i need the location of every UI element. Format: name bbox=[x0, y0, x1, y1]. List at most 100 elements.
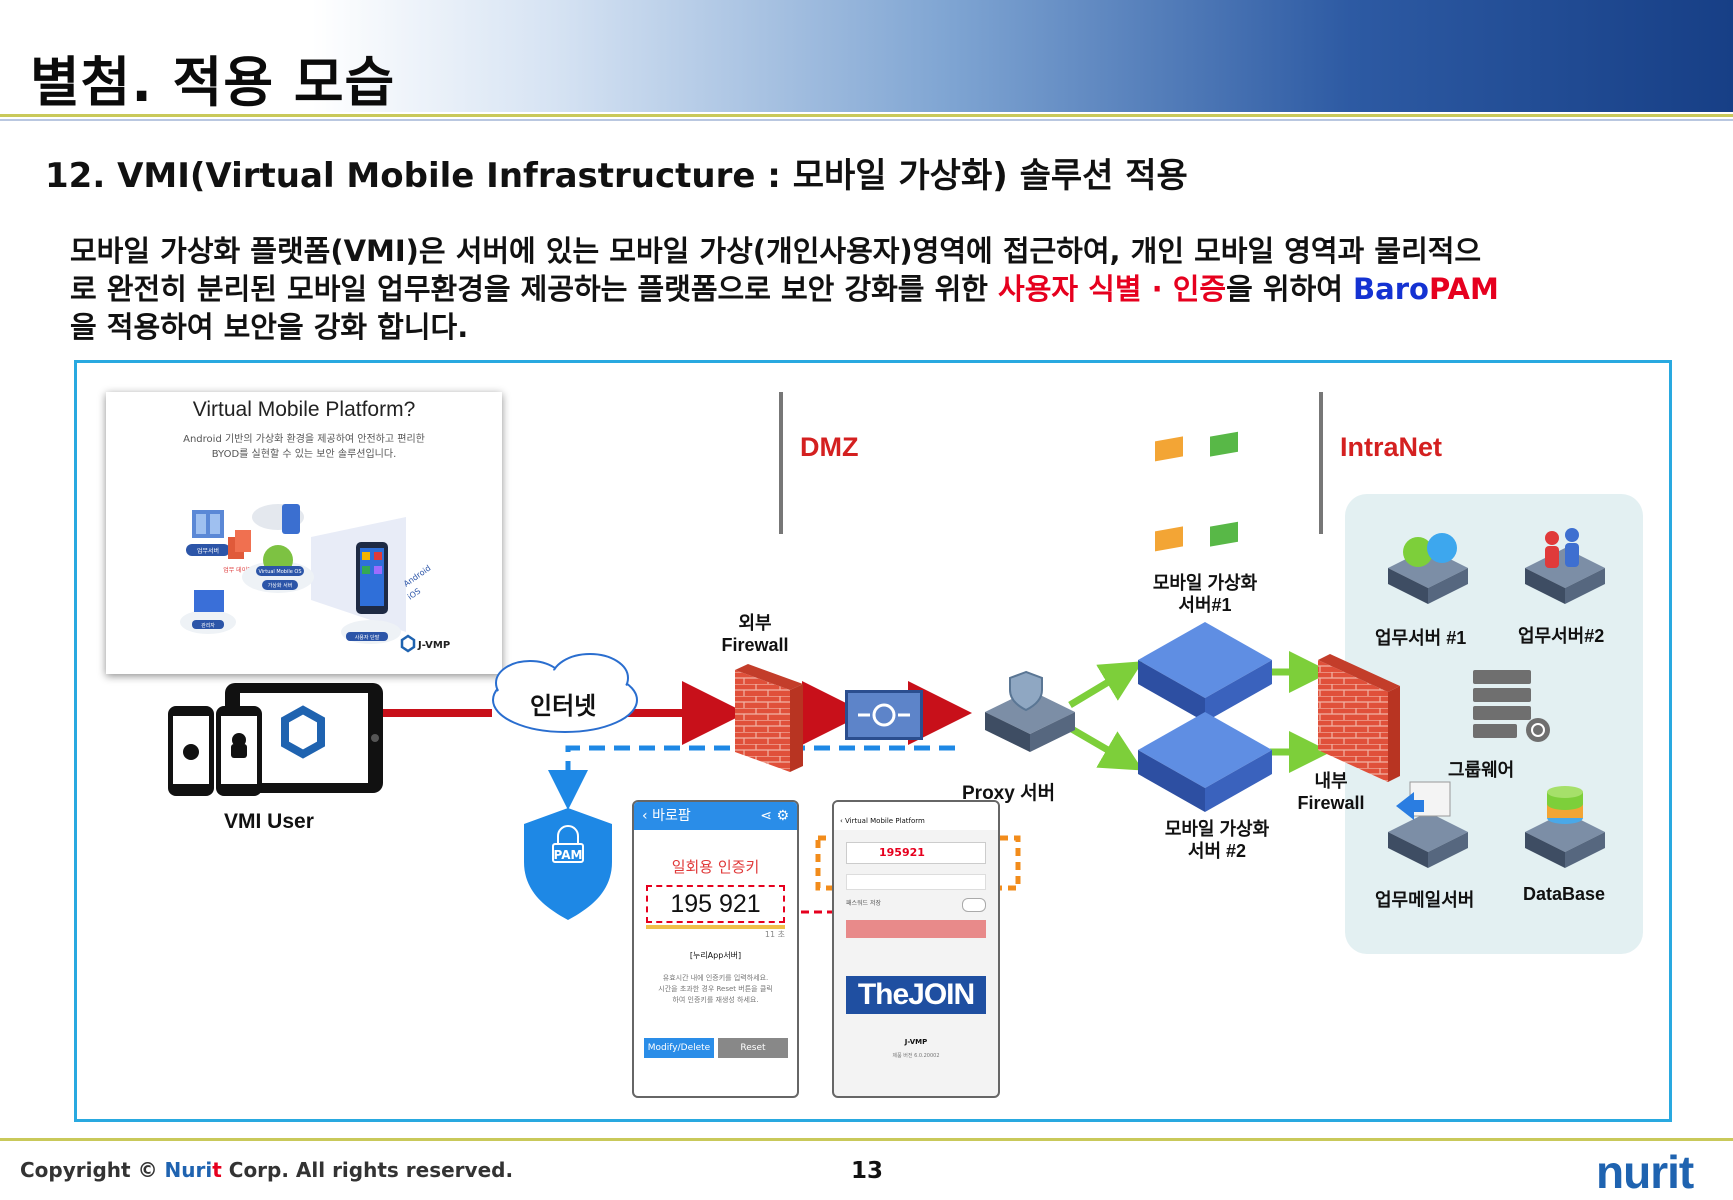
label-line: 외부 bbox=[738, 613, 772, 633]
vmp-label-vm-os: Virtual Mobile OS bbox=[258, 569, 301, 575]
groupware-icon bbox=[1473, 670, 1550, 742]
monitor-icon bbox=[194, 590, 224, 612]
vmp-label-work-data: 업무 데이터 bbox=[223, 566, 253, 574]
label-pill bbox=[186, 544, 230, 556]
router-icon bbox=[845, 690, 923, 740]
header-divider-2 bbox=[0, 119, 1733, 121]
contact-app-icon bbox=[1210, 431, 1238, 457]
vmi-user-devices bbox=[168, 683, 383, 796]
label-line: 서버#1 bbox=[1178, 595, 1232, 615]
database-label: DataBase bbox=[1523, 884, 1606, 904]
server-icon bbox=[192, 510, 224, 538]
chat-icon bbox=[1403, 537, 1433, 567]
highlight-user-auth: 사용자 식별 · 인증 bbox=[998, 272, 1227, 306]
jvmp-footer-logo: J-VMP bbox=[904, 1038, 928, 1046]
internet-label: 인터넷 bbox=[530, 693, 597, 720]
header-divider bbox=[0, 114, 1733, 117]
vmp-label-user-device: 사용자 단말 bbox=[355, 634, 380, 641]
vmp-label-vm-server: 가상화 서버 bbox=[268, 582, 293, 589]
section-title: 12. VMI(Virtual Mobile Infrastructure : … bbox=[45, 156, 1188, 196]
blue-auth-flow bbox=[548, 745, 955, 810]
notice-line: 시간을 초과한 경우 Reset 버튼을 클릭 bbox=[658, 985, 773, 993]
groupware-label: 그룹웨어 bbox=[1448, 760, 1515, 780]
lock-icon bbox=[557, 825, 579, 844]
description-line-3: 을 적용하여 보안을 강화 합니다. bbox=[70, 310, 469, 344]
otp-value: 195 921 bbox=[646, 885, 785, 923]
intranet-label: IntraNet bbox=[1340, 432, 1443, 462]
status-bar bbox=[834, 802, 998, 812]
save-password-row: 패스워드 저장 bbox=[846, 898, 986, 914]
label-pill bbox=[192, 620, 224, 629]
work-server-1-icon bbox=[1388, 533, 1468, 604]
vmp-intro-card: Virtual Mobile Platform? Android 기반의 가상화… bbox=[106, 392, 502, 674]
label-line: Firewall bbox=[721, 635, 789, 655]
shield-icon bbox=[1009, 670, 1043, 712]
label-line: 서버 #2 bbox=[1187, 841, 1247, 861]
pam-badge-label: PAM bbox=[553, 848, 583, 862]
page-title: 별첨. 적용 모습 bbox=[30, 51, 396, 114]
external-firewall-icon bbox=[735, 664, 803, 772]
label-line: Firewall bbox=[1297, 793, 1365, 813]
notice-line: 하여 인증키를 재생성 하세요. bbox=[672, 996, 759, 1004]
thejoin-logo: TheJOIN bbox=[846, 976, 986, 1014]
internal-firewall-icon bbox=[1318, 654, 1400, 782]
work-server-2-label: 업무서버#2 bbox=[1518, 626, 1605, 646]
label-pill bbox=[256, 566, 304, 576]
sync-icon bbox=[1526, 718, 1550, 742]
vm-server-2-icon bbox=[1138, 521, 1272, 812]
label-pill bbox=[346, 632, 388, 641]
description-line-2: 로 완전히 분리된 모바일 업무환경을 제공하는 플랫폼으로 보안 강화를 위한… bbox=[70, 266, 1499, 308]
baropam-phone: ‹ 바로팜 ⋖ ⚙ 일회용 인증키 195 921 11 초 [누리App서버]… bbox=[632, 800, 799, 1098]
password-field[interactable] bbox=[846, 874, 986, 890]
otp-label: 일회용 인증키 bbox=[671, 858, 760, 876]
login-button[interactable] bbox=[846, 920, 986, 938]
mail-server-label: 업무메일서버 bbox=[1375, 890, 1475, 910]
vmp-phone: ‹ Virtual Mobile Platform 195921 패스워드 저장… bbox=[832, 800, 1000, 1098]
otp-timer-bar bbox=[646, 925, 785, 929]
brand-the: The bbox=[857, 978, 909, 1011]
brand-pam: PAM bbox=[1428, 272, 1499, 306]
diagram-frame bbox=[74, 360, 1672, 1122]
baropam-app-bar: ‹ 바로팜 ⋖ ⚙ bbox=[634, 802, 797, 830]
vmp-illustration: 업무서버 업무 데이터 Virtual Mobile OS 가상화 서버 관리자… bbox=[180, 504, 450, 653]
page-number: 13 bbox=[851, 1158, 884, 1184]
label-pill bbox=[262, 580, 298, 590]
vm-server-1-icon bbox=[1138, 431, 1272, 722]
share-settings-icons[interactable]: ⋖ ⚙ bbox=[760, 808, 789, 824]
label-line: 모바일 가상화 bbox=[1164, 819, 1270, 839]
brand-baro: Baro bbox=[1353, 272, 1429, 306]
vm-server-1-label: 모바일 가상화 서버#1 bbox=[1140, 572, 1270, 616]
green-flow-lines bbox=[1068, 651, 1331, 773]
label-line: 모바일 가상화 bbox=[1152, 573, 1258, 593]
nurit-logo: nurit bbox=[1596, 1146, 1694, 1198]
back-icon[interactable]: ‹ bbox=[840, 817, 846, 825]
external-firewall-label: 외부 Firewall bbox=[710, 612, 800, 656]
otp-notice: 유효시간 내에 인증키를 입력하세요. 시간을 초과한 경우 Reset 버튼을… bbox=[634, 973, 797, 1006]
otp-input-field[interactable]: 195921 bbox=[846, 842, 986, 864]
vmp-subtitle-line: Android 기반의 가상화 환경을 제공하여 안전하고 편리한 bbox=[183, 434, 425, 445]
vmp-card-title: Virtual Mobile Platform? bbox=[192, 398, 416, 421]
notice-line: 유효시간 내에 인증키를 입력하세요. bbox=[662, 974, 769, 982]
brand-join: JOIN bbox=[908, 978, 975, 1011]
reset-button[interactable]: Reset bbox=[718, 1038, 788, 1058]
mail-app-icon bbox=[1155, 436, 1183, 462]
vmp-card-subtitle: Android 기반의 가상화 환경을 제공하여 안전하고 편리한 BYOD를 … bbox=[106, 432, 502, 462]
app-name: 바로팜 bbox=[652, 808, 691, 824]
vm-server-2-label: 모바일 가상화 서버 #2 bbox=[1152, 818, 1282, 862]
otp-connector bbox=[788, 883, 925, 914]
save-password-toggle[interactable] bbox=[962, 898, 986, 912]
copyright-text: Corp. All rights reserved. bbox=[221, 1158, 514, 1182]
vmp-subtitle-line: BYOD를 실현할 수 있는 보안 솔루션입니다. bbox=[211, 449, 397, 460]
copyright: Copyright © Nurit Corp. All rights reser… bbox=[20, 1158, 513, 1182]
vmp-label-admin: 관리자 bbox=[201, 622, 215, 629]
users-icon bbox=[1545, 531, 1559, 545]
dmz-separator bbox=[779, 392, 783, 534]
copyright-brand: Nuri bbox=[164, 1158, 213, 1182]
back-icon[interactable]: ‹ bbox=[642, 808, 653, 824]
app-title: Virtual Mobile Platform bbox=[845, 817, 925, 825]
modify-delete-button[interactable]: Modify/Delete bbox=[644, 1038, 714, 1058]
server-label: [누리App서버] bbox=[689, 951, 742, 960]
intranet-separator bbox=[1319, 392, 1323, 534]
android-icon bbox=[231, 744, 247, 758]
copyright-text: Copyright © bbox=[20, 1158, 165, 1182]
